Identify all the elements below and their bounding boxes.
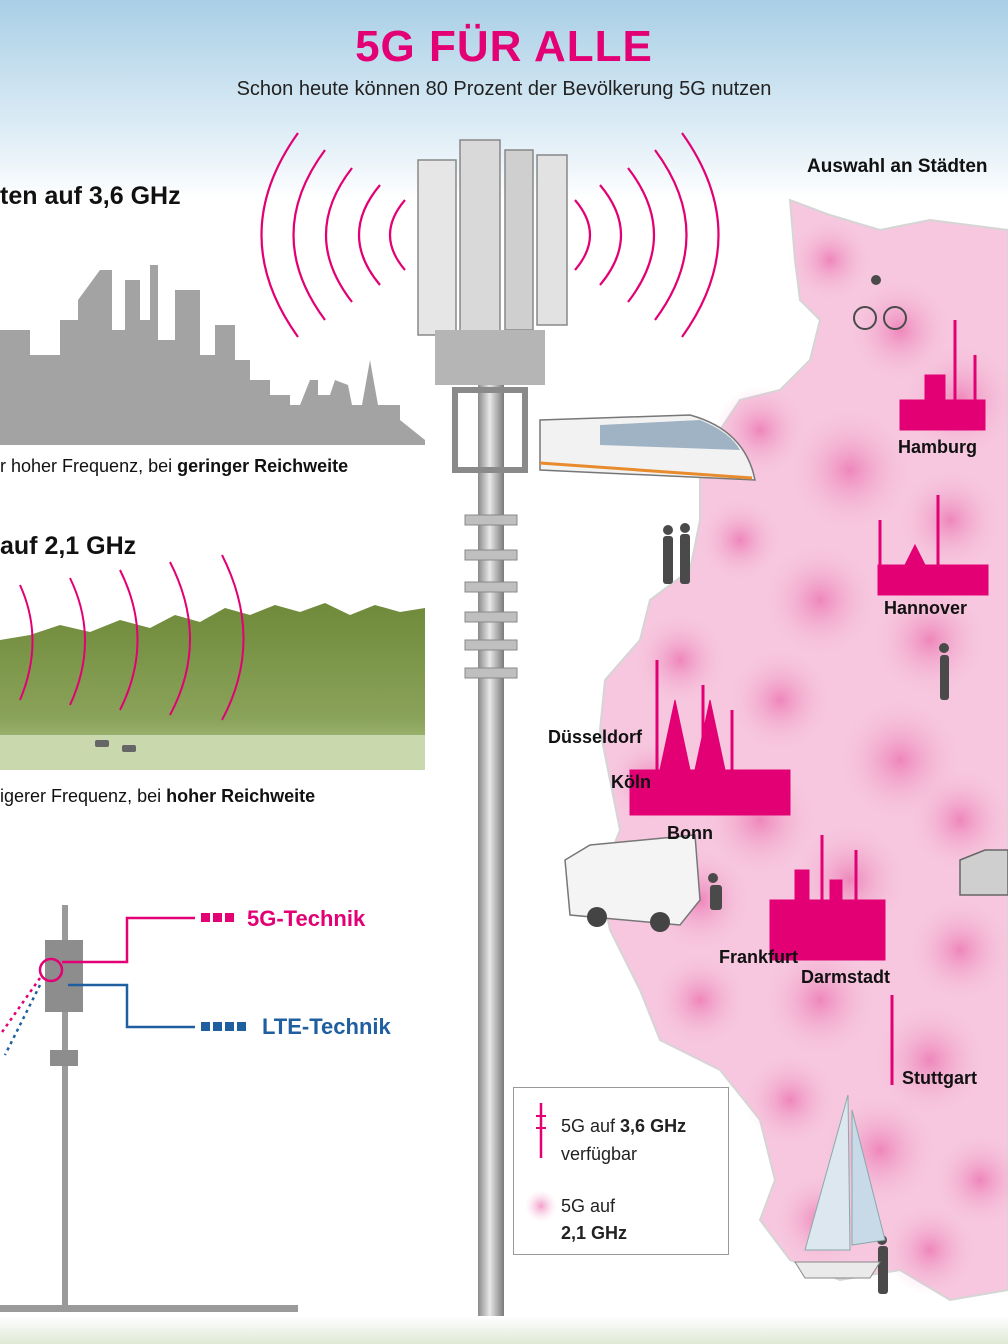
camper-van bbox=[564, 834, 701, 932]
radio-waves bbox=[260, 132, 720, 338]
silhouettes bbox=[663, 275, 949, 1294]
caption-21-ghz: igerer Frequenz, bei hoher Reichweite bbox=[0, 786, 316, 806]
city-frankfurt: Frankfurt bbox=[719, 947, 799, 967]
city-bonn: Bonn bbox=[667, 823, 713, 843]
page-title: 5G FÜR ALLE bbox=[355, 22, 653, 71]
city-darmstadt: Darmstadt bbox=[801, 967, 891, 987]
ground-strip bbox=[0, 1316, 1008, 1344]
city-hamburg: Hamburg bbox=[898, 437, 978, 457]
legend-symbols bbox=[525, 1103, 557, 1222]
suv-car bbox=[959, 849, 1008, 896]
city-koeln: Köln bbox=[611, 772, 651, 792]
sky-background bbox=[0, 0, 1008, 200]
legend-item-36: 5G auf 3,6 GHz bbox=[561, 1116, 687, 1136]
ice-train bbox=[539, 414, 756, 481]
label-lte-technik: LTE-Technik bbox=[262, 1014, 391, 1039]
city-duesseldorf: Düsseldorf bbox=[548, 727, 643, 747]
page-subtitle: Schon heute können 80 Prozent der Bevölk… bbox=[236, 78, 772, 100]
sailboat bbox=[794, 1094, 886, 1279]
city-skyline bbox=[0, 265, 425, 445]
city-icons bbox=[629, 320, 989, 1085]
legend-item-21: 5G auf bbox=[561, 1196, 616, 1216]
legend-item-21-bold: 2,1 GHz bbox=[561, 1223, 628, 1243]
map-legend: 5G auf 3,6 GHz verfügbar 5G auf 2,1 GHz bbox=[513, 1087, 729, 1255]
city-stuttgart: Stuttgart bbox=[902, 1068, 977, 1088]
main-mast bbox=[417, 139, 568, 1330]
label-5g-technik: 5G-Technik bbox=[247, 906, 366, 931]
forest-waves bbox=[19, 554, 245, 721]
forest-landscape bbox=[0, 603, 425, 770]
legend-item-36-line2: verfügbar bbox=[561, 1144, 638, 1164]
small-antenna-diagram bbox=[0, 905, 298, 1312]
city-hannover: Hannover bbox=[884, 598, 968, 618]
heading-36-ghz: ten auf 3,6 GHz bbox=[0, 182, 181, 210]
germany-map bbox=[598, 198, 1008, 1302]
map-heading: Auswahl an Städten bbox=[807, 156, 988, 177]
heading-21-ghz: auf 2,1 GHz bbox=[0, 532, 137, 560]
caption-36-ghz: r hoher Frequenz, bei geringer Reichweit… bbox=[0, 456, 349, 476]
